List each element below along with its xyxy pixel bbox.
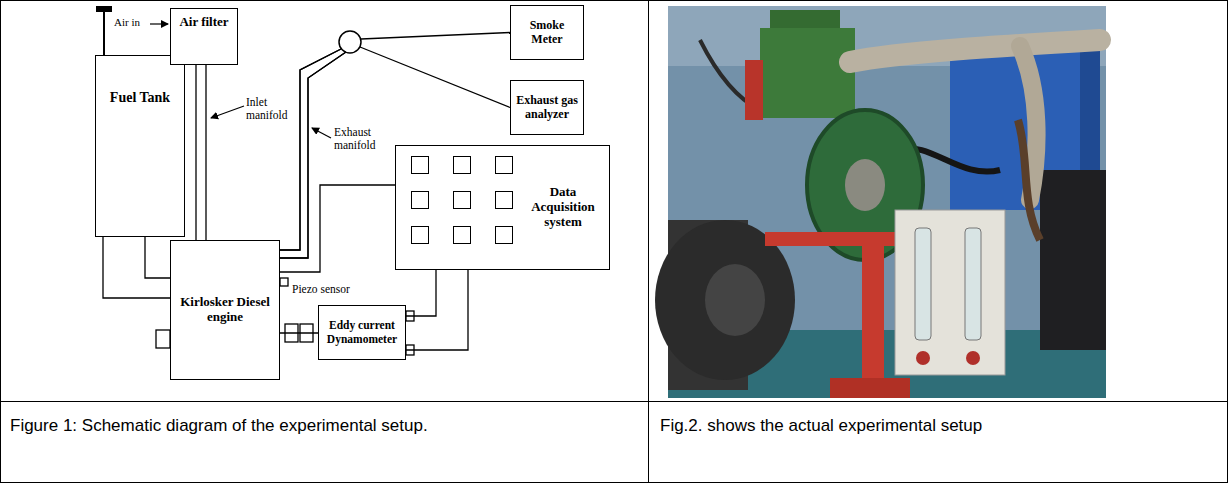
setup-photo bbox=[830, 378, 910, 398]
grid-square bbox=[453, 156, 471, 174]
connector-line bbox=[145, 237, 170, 278]
connector-line bbox=[280, 185, 395, 272]
grid-square bbox=[453, 191, 471, 209]
table-grid bbox=[648, 0, 649, 483]
fuel-cap bbox=[96, 6, 112, 55]
filter-box: Air filter bbox=[170, 8, 238, 65]
box-label: Air filter bbox=[179, 15, 228, 30]
setup-photo bbox=[915, 228, 931, 340]
part-label: Inlet manifold bbox=[246, 96, 306, 122]
connector-line bbox=[280, 49, 341, 250]
setup-photo bbox=[1040, 170, 1106, 350]
sensor-label: Piezo sensor bbox=[292, 283, 350, 296]
grid-square bbox=[411, 191, 429, 209]
setup-photo bbox=[1018, 120, 1040, 240]
tank-box: Fuel Tank bbox=[95, 55, 185, 237]
port-square bbox=[280, 278, 288, 286]
flow-label: Air in bbox=[114, 16, 140, 29]
pipe-connector bbox=[406, 270, 468, 350]
port-square bbox=[156, 330, 170, 348]
connector-line bbox=[361, 33, 510, 40]
pipe-connector bbox=[280, 185, 395, 272]
connector-line bbox=[205, 65, 206, 240]
part-label: Exhaust manifold bbox=[334, 126, 396, 152]
leader-arrow bbox=[150, 23, 168, 24]
grid-square bbox=[411, 156, 429, 174]
fuel-cap bbox=[96, 6, 112, 12]
dynamometer-box: Eddy current Dynamometer bbox=[318, 305, 406, 360]
setup-photo bbox=[845, 159, 885, 211]
figure-caption: Fig.2. shows the actual experimental set… bbox=[660, 412, 1220, 439]
instrument-box: Exhaust gas analyzer bbox=[510, 80, 584, 135]
setup-photo bbox=[745, 60, 763, 120]
setup-photo bbox=[965, 228, 981, 340]
connector-line bbox=[406, 270, 468, 350]
connector-line bbox=[280, 52, 346, 258]
leader-arrow bbox=[211, 106, 244, 118]
grid-square bbox=[495, 156, 513, 174]
pipe-connector bbox=[280, 333, 318, 334]
daq-box: Data Acquisition system bbox=[395, 145, 610, 270]
splitter-circle bbox=[339, 31, 361, 53]
box-label: Data Acquisition system bbox=[523, 185, 603, 230]
fuel-cap bbox=[103, 12, 105, 55]
connector-line bbox=[195, 65, 196, 240]
connector-line bbox=[280, 332, 318, 333]
setup-photo bbox=[705, 264, 765, 336]
setup-photo bbox=[760, 28, 855, 118]
connector-line bbox=[103, 237, 170, 298]
pipe-connector bbox=[406, 270, 436, 316]
setup-photo bbox=[655, 6, 1106, 398]
pipe-connector bbox=[103, 237, 170, 298]
pipe-connector bbox=[145, 237, 170, 278]
connector-line bbox=[406, 270, 436, 316]
grid-square bbox=[495, 191, 513, 209]
connector-line bbox=[360, 47, 510, 108]
engine-box: Kirlosker Diesel engine bbox=[170, 240, 280, 380]
setup-photo bbox=[966, 351, 980, 365]
setup-photo bbox=[895, 210, 1005, 375]
connector-line bbox=[280, 52, 346, 258]
grid-square bbox=[495, 226, 513, 244]
box-label: Smoke Meter bbox=[515, 19, 579, 47]
splitter-circle bbox=[339, 31, 361, 53]
leader-arrow bbox=[312, 128, 331, 138]
connector-line bbox=[280, 49, 341, 250]
grid-square bbox=[453, 226, 471, 244]
box-label: Exhaust gas analyzer bbox=[515, 94, 579, 122]
figure-caption: Figure 1: Schematic diagram of the exper… bbox=[10, 412, 638, 439]
setup-photo bbox=[850, 40, 1100, 62]
instrument-box: Smoke Meter bbox=[510, 5, 584, 60]
table-grid bbox=[0, 401, 1228, 402]
pipe-connector bbox=[196, 65, 206, 240]
box-label: Kirlosker Diesel engine bbox=[175, 295, 275, 325]
setup-photo bbox=[862, 240, 884, 390]
grid-square bbox=[411, 226, 429, 244]
box-label: Eddy current Dynamometer bbox=[323, 319, 401, 345]
box-label: Fuel Tank bbox=[110, 90, 170, 106]
setup-photo bbox=[916, 351, 930, 365]
